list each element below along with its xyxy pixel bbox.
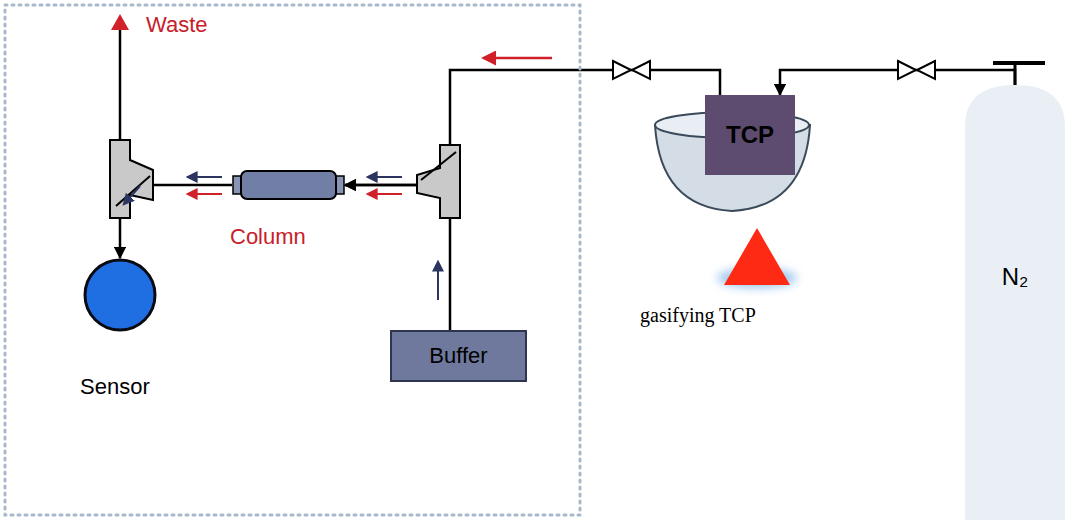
flow-arrow	[368, 176, 402, 178]
sensor-circle: Sensor	[83, 258, 157, 332]
nitrogen-cylinder: N₂	[965, 85, 1065, 520]
buffer-box: Buffer	[390, 330, 527, 382]
tcp-sample: TCP	[705, 95, 795, 175]
regulator-stem	[1014, 62, 1017, 86]
node-label: Column	[230, 224, 306, 250]
flow-arrow	[188, 193, 222, 195]
outlet-label: Waste	[146, 12, 208, 38]
flow-arrow	[484, 57, 552, 60]
heater-flame	[724, 228, 790, 285]
column-body	[232, 170, 345, 200]
outlet-valve	[110, 140, 153, 218]
node-label: TCP	[726, 121, 774, 149]
flow-arrow	[368, 193, 402, 195]
waste-arrowhead	[111, 14, 129, 30]
sensor-outline	[83, 258, 157, 332]
inlet-valve-flap	[421, 152, 456, 180]
column: Column	[232, 170, 345, 200]
flow-arrow	[124, 186, 140, 204]
node-label: N₂	[1002, 263, 1029, 291]
node-label: Buffer	[429, 343, 487, 369]
heater-label: gasifying TCP	[640, 304, 756, 327]
manual-valve	[613, 61, 650, 79]
flow-arrow	[188, 176, 222, 178]
inlet-valve	[417, 145, 460, 218]
manual-valve	[898, 61, 935, 79]
cylinder-outline	[965, 85, 1065, 520]
dotted-frame	[5, 5, 580, 515]
node-label: Sensor	[80, 374, 150, 400]
waste-line	[119, 26, 122, 140]
outlet-valve-flap	[116, 176, 150, 206]
pipe-connector	[345, 185, 450, 330]
regulator-bar	[993, 61, 1045, 65]
flow-arrow	[437, 262, 439, 300]
